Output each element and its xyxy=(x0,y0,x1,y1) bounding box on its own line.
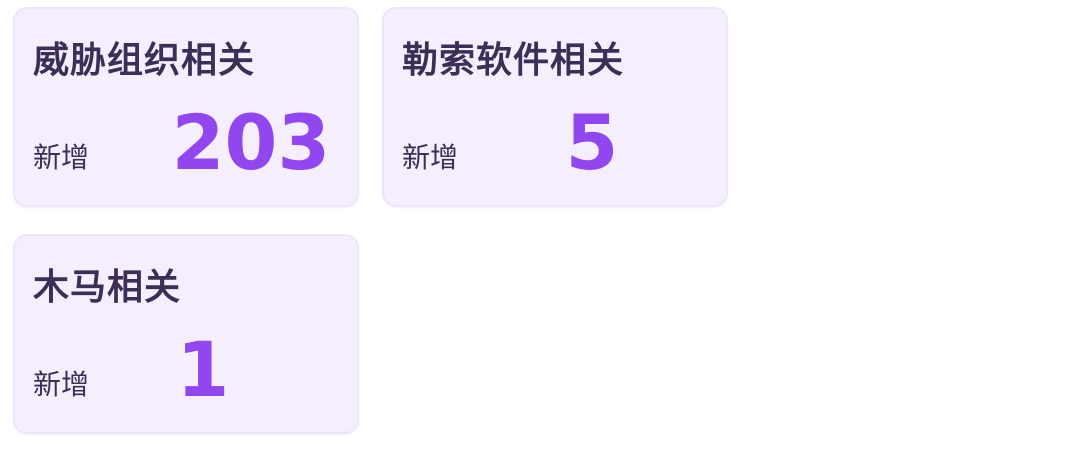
card-label: 新增 xyxy=(33,141,90,174)
stat-card-threat-groups[interactable]: 威胁组织相关 新增 203 xyxy=(13,7,359,207)
card-count: 203 xyxy=(171,98,331,187)
card-count: 1 xyxy=(176,325,230,414)
card-title: 勒索软件相关 xyxy=(402,40,625,81)
card-title: 威胁组织相关 xyxy=(33,40,256,81)
card-label: 新增 xyxy=(402,141,459,174)
card-title: 木马相关 xyxy=(33,267,182,308)
stat-card-trojan[interactable]: 木马相关 新增 1 xyxy=(13,234,359,434)
card-count: 5 xyxy=(565,98,619,187)
card-label: 新增 xyxy=(33,368,90,401)
stat-card-ransomware[interactable]: 勒索软件相关 新增 5 xyxy=(382,7,728,207)
